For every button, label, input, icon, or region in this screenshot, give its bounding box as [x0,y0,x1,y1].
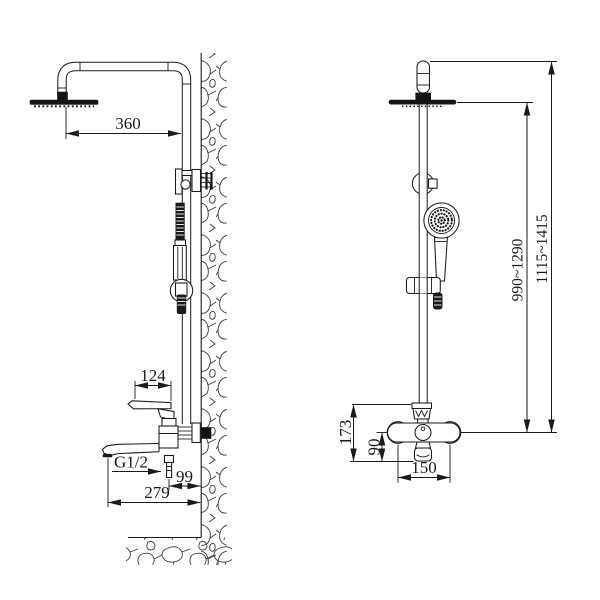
hand-shower-side [169,202,194,314]
dim-label-g12: G1/2 [114,453,148,472]
floor-section [126,536,232,565]
shower-arm-and-riser [57,61,192,424]
dimension-handle-length: 124 [134,366,172,401]
hand-shower-front [423,202,460,282]
dim-label-279: 279 [144,483,170,502]
mixer-front [386,421,462,462]
dimension-mixer-height: 173 [336,404,414,462]
wall-bracket-side [174,168,213,195]
top-bracket-front [411,172,438,195]
dimension-thread-callout: G1/2 [112,453,161,475]
wall-section [200,53,227,565]
dim-label-990-1290: 990~1290 [510,238,527,301]
riser-front [415,60,432,405]
dim-label-1115-1415: 1115~1415 [534,214,551,283]
dim-label-360: 360 [115,114,141,133]
mixer-side [101,400,212,479]
dim-label-173: 173 [336,420,355,446]
dimension-center-to-outlet: 90 [365,432,388,462]
dimension-head-offset: 360 [65,107,181,139]
dimension-height-total: 1115~1415 [430,61,557,433]
front-view [386,60,462,462]
dim-label-124: 124 [140,366,166,385]
slider-bracket-front [405,276,443,310]
dim-label-99: 99 [176,467,193,486]
spout-side [101,442,160,457]
rain-head-side [29,91,99,108]
rain-head-front [388,99,457,107]
side-view [29,61,213,479]
dimension-inlet-spacing: 150 [397,444,451,483]
dimension-height-to-head: 990~1290 [457,102,557,433]
dimension-outlet-to-wall: 99 [168,467,201,490]
dim-label-150: 150 [411,458,437,477]
dimension-spout-reach: 279 [107,458,201,507]
union-nut-front [411,402,433,425]
dim-label-90: 90 [365,439,384,456]
